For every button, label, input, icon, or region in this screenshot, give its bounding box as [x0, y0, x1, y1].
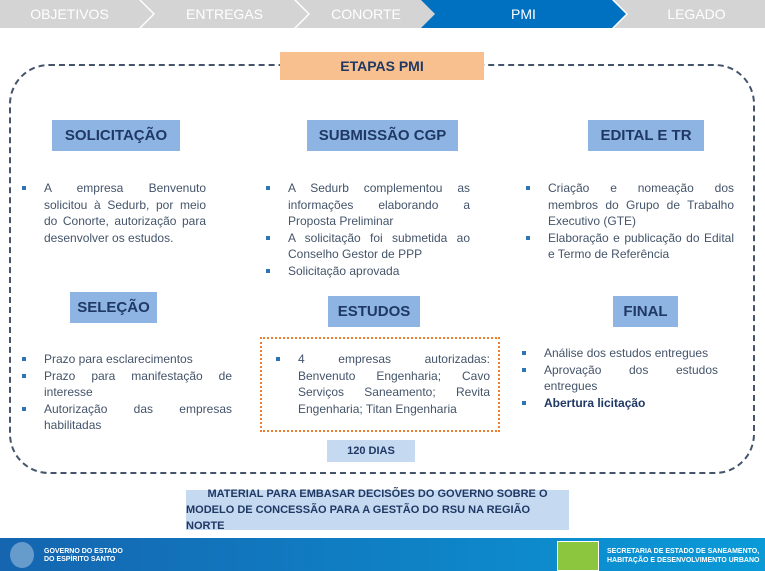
- header-estudos: ESTUDOS: [328, 296, 420, 327]
- header-edital: EDITAL E TR: [588, 120, 704, 151]
- list-item: Criação e nomeação dos membros do Grupo …: [524, 180, 734, 230]
- sem-lixao-logo: [557, 541, 599, 571]
- list-item: Solicitação aprovada: [264, 263, 470, 280]
- list-final: Análise dos estudos entregues Aprovação …: [520, 345, 718, 411]
- page-title: ETAPAS PMI: [280, 52, 484, 80]
- nav-objetivos[interactable]: OBJETIVOS: [0, 0, 153, 28]
- secretaria-line: HABITAÇÃO E DESENVOLVIMENTO URBANO: [607, 557, 760, 564]
- nav-pmi[interactable]: PMI: [421, 0, 626, 28]
- list-item: Abertura licitação: [520, 395, 718, 412]
- header-submissao: SUBMISSÃO CGP: [307, 120, 458, 151]
- list-item: Prazo para manifestação de interesse: [20, 368, 232, 401]
- secretaria-label: SECRETARIA DE ESTADO DE SANEAMENTO, HABI…: [607, 547, 759, 565]
- nav-entregas[interactable]: ENTREGAS: [141, 0, 308, 28]
- step-nav: OBJETIVOS ENTREGAS CONORTE PMI LEGADO: [0, 0, 765, 28]
- secretaria-line: SECRETARIA DE ESTADO DE SANEAMENTO,: [607, 548, 760, 555]
- header-solicitacao: SOLICITAÇÃO: [52, 120, 180, 151]
- material-line: MATERIAL PARA EMBASAR DECISÕES DO GOVERN…: [207, 488, 548, 500]
- list-edital: Criação e nomeação dos membros do Grupo …: [524, 180, 734, 263]
- list-solicitacao: A empresa Benvenuto solicitou à Sedurb, …: [20, 180, 206, 246]
- list-item: A empresa Benvenuto solicitou à Sedurb, …: [20, 180, 206, 246]
- list-item: A solicitação foi submetida ao Conselho …: [264, 230, 470, 263]
- list-item: A Sedurb complementou as informações ela…: [264, 180, 470, 230]
- footer: GOVERNO DO ESTADO DO ESPÍRITO SANTO SECR…: [0, 538, 765, 571]
- list-estudos: 4 empresas autorizadas: Benvenuto Engenh…: [274, 351, 490, 417]
- list-item: Análise dos estudos entregues: [520, 345, 718, 362]
- gov-line: GOVERNO DO ESTADO: [44, 548, 123, 555]
- list-submissao: A Sedurb complementou as informações ela…: [264, 180, 470, 279]
- duration-badge: 120 DIAS: [327, 440, 415, 462]
- state-coat-of-arms-icon: [10, 542, 34, 568]
- material-line: MODELO DE CONCESSÃO PARA A GESTÃO DO RSU…: [186, 504, 531, 532]
- estudos-highlight: [260, 337, 500, 432]
- list-item: Prazo para esclarecimentos: [20, 351, 232, 368]
- list-item: 4 empresas autorizadas: Benvenuto Engenh…: [274, 351, 490, 417]
- list-item: Aprovação dos estudos entregues: [520, 362, 718, 395]
- material-note: MATERIAL PARA EMBASAR DECISÕES DO GOVERN…: [186, 488, 569, 532]
- nav-legado[interactable]: LEGADO: [614, 0, 765, 28]
- nav-conorte[interactable]: CONORTE: [296, 0, 436, 28]
- header-selecao: SELEÇÃO: [70, 292, 157, 323]
- gov-label: GOVERNO DO ESTADO DO ESPÍRITO SANTO: [44, 548, 123, 564]
- gov-line: DO ESPÍRITO SANTO: [44, 556, 116, 563]
- header-final: FINAL: [613, 296, 678, 327]
- list-item: Autorização das empresas habilitadas: [20, 401, 232, 434]
- list-selecao: Prazo para esclarecimentos Prazo para ma…: [20, 351, 232, 434]
- list-item: Elaboração e publicação do Edital e Term…: [524, 230, 734, 263]
